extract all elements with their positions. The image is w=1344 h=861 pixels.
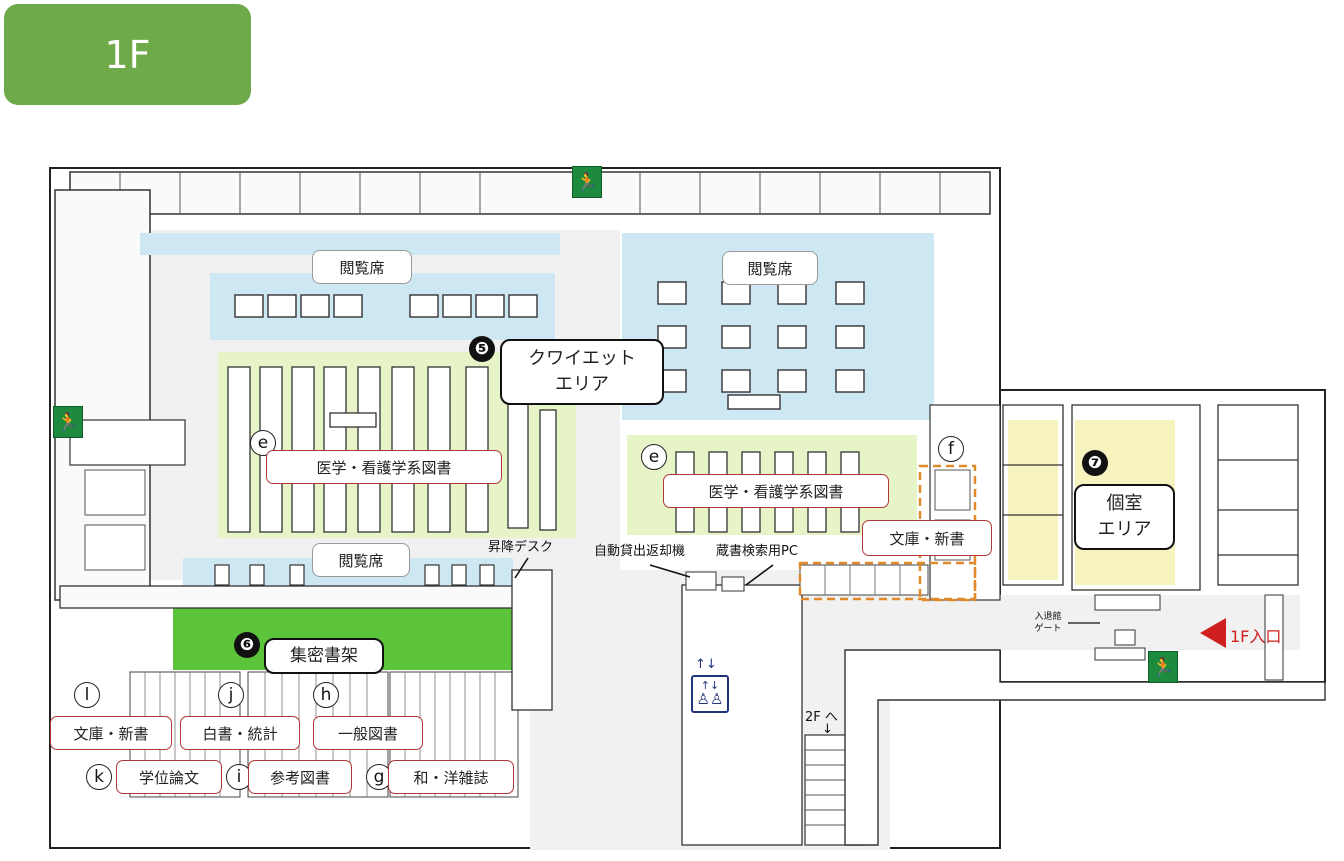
quiet-area-line1: クワイエット [528,347,636,369]
shelf-letter-f: f [938,436,964,462]
entry-gate-line2: ゲート [1034,623,1062,634]
entry-gate-label: 入退館 ゲート [1026,612,1070,635]
shelf-label-whitepapers[interactable]: 白書・統計 [180,716,300,750]
emergency-exit-icon: 🏃 [53,406,83,438]
lift-desk-label: 昇降デスク [488,540,554,555]
compact-stacks-label[interactable]: 集密書架 [264,638,384,674]
to-2f-label: 2F へ [805,710,838,725]
elevator-people-icon: ♙♙ [696,690,724,708]
elevator-icon[interactable]: ↑↓ ♙♙ [691,675,729,713]
shelf-label-theses[interactable]: 学位論文 [116,760,222,794]
label-reading-bottom: 閲覧席 [312,543,410,577]
elevator-arrows-icon: ↑↓ [700,679,720,692]
shelf-letter-l: l [74,682,100,708]
entry-gate-line1: 入退館 [1034,612,1062,622]
shelf-label-general[interactable]: 一般図書 [313,716,423,750]
shelf-label-bunko-east[interactable]: 文庫・新書 [862,520,992,556]
auto-lending-label: 自動貸出返却機 [594,544,686,559]
private-area-number: ❼ [1082,450,1108,476]
emergency-exit-icon: 🏃 [1148,651,1178,683]
label-reading-top-left: 閲覧席 [312,250,412,284]
shelf-label-reference[interactable]: 参考図書 [248,760,352,794]
entrance-arrow-icon [1200,618,1226,648]
shelf-label-journals[interactable]: 和・洋雑誌 [388,760,514,794]
to-2f-arrow: ↓ [822,722,833,737]
opac-pc-label: 蔵書検索用PC [716,544,798,559]
shelf-label-medical-west[interactable]: 医学・看護学系図書 [266,450,502,484]
label-reading-top-right: 閲覧席 [722,251,818,285]
shelf-letter-h: h [313,682,339,708]
entrance-label: 1F入口 [1230,627,1282,646]
elevator-direction-arrows: ↑↓ [695,657,717,672]
shelf-letter-i: i [226,764,252,790]
private-area-line1: 個室 [1106,492,1143,514]
shelf-letter-k: k [86,764,112,790]
reading-strip-top [140,233,560,255]
shelf-letter-e-east: e [641,444,667,470]
quiet-area-number: ❺ [469,336,495,362]
quiet-area-line2: エリア [555,374,609,395]
emergency-exit-icon: 🏃 [572,166,602,198]
north-wall-shelves [69,171,991,215]
private-area-line2: エリア [1097,519,1152,540]
compact-stacks-number: ❻ [234,632,260,658]
quiet-area-label[interactable]: クワイエット エリア [500,339,664,405]
shelf-label-medical-east[interactable]: 医学・看護学系図書 [663,474,889,508]
shelf-label-bunko-west[interactable]: 文庫・新書 [50,716,172,750]
shelf-letter-j: j [218,682,244,708]
private-area-label[interactable]: 個室 エリア [1074,484,1175,550]
floor-badge: 1F [4,4,251,105]
